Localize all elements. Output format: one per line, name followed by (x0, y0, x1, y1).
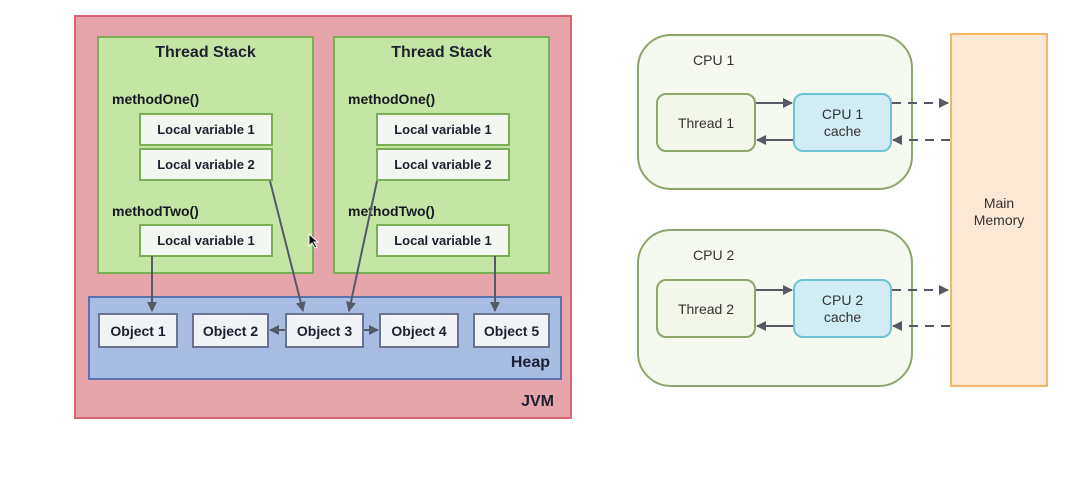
heap-object-1: Object 1 (98, 313, 178, 348)
thread-stack-1: Thread Stack methodOne() Local variable … (97, 36, 314, 274)
cpu-label: CPU 1 (693, 52, 735, 68)
cache-label-line1: CPU 2 (821, 291, 864, 308)
method-one-label: methodOne() (348, 91, 436, 107)
local-variable-box: Local variable 1 (139, 224, 273, 257)
thread-1-box: Thread 1 (656, 93, 756, 152)
cache-label-line2: cache (823, 308, 862, 325)
method-two-label: methodTwo() (112, 203, 199, 219)
method-two-label: methodTwo() (348, 203, 435, 219)
heap-label: Heap (510, 354, 550, 371)
local-variable-box: Local variable 1 (376, 113, 510, 146)
local-variable-box: Local variable 2 (376, 148, 510, 181)
method-one-label: methodOne() (112, 91, 200, 107)
heap-object-4: Object 4 (379, 313, 459, 348)
main-memory-label: Main Memory (952, 195, 1046, 229)
thread-stack-title: Thread Stack (391, 44, 492, 61)
cpu-2-cache-box: CPU 2 cache (793, 279, 892, 338)
local-variable-box: Local variable 1 (139, 113, 273, 146)
thread-stack-2: Thread Stack methodOne() Local variable … (333, 36, 550, 274)
main-memory-line2: Memory (973, 212, 1025, 228)
main-memory-line1: Main (983, 195, 1015, 211)
heap-object-3: Object 3 (285, 313, 364, 348)
cpu-1-cache-box: CPU 1 cache (793, 93, 892, 152)
cache-label-line1: CPU 1 (821, 105, 864, 122)
jvm-label: JVM (521, 393, 554, 410)
thread-stack-title: Thread Stack (155, 44, 256, 61)
local-variable-box: Local variable 1 (376, 224, 510, 257)
main-memory-box: Main Memory (950, 33, 1048, 387)
thread-2-box: Thread 2 (656, 279, 756, 338)
local-variable-box: Local variable 2 (139, 148, 273, 181)
heap-object-5: Object 5 (473, 313, 550, 348)
mouse-cursor-icon (308, 233, 320, 249)
cache-label-line2: cache (823, 122, 862, 139)
heap-object-2: Object 2 (192, 313, 269, 348)
cpu-label: CPU 2 (693, 247, 735, 263)
